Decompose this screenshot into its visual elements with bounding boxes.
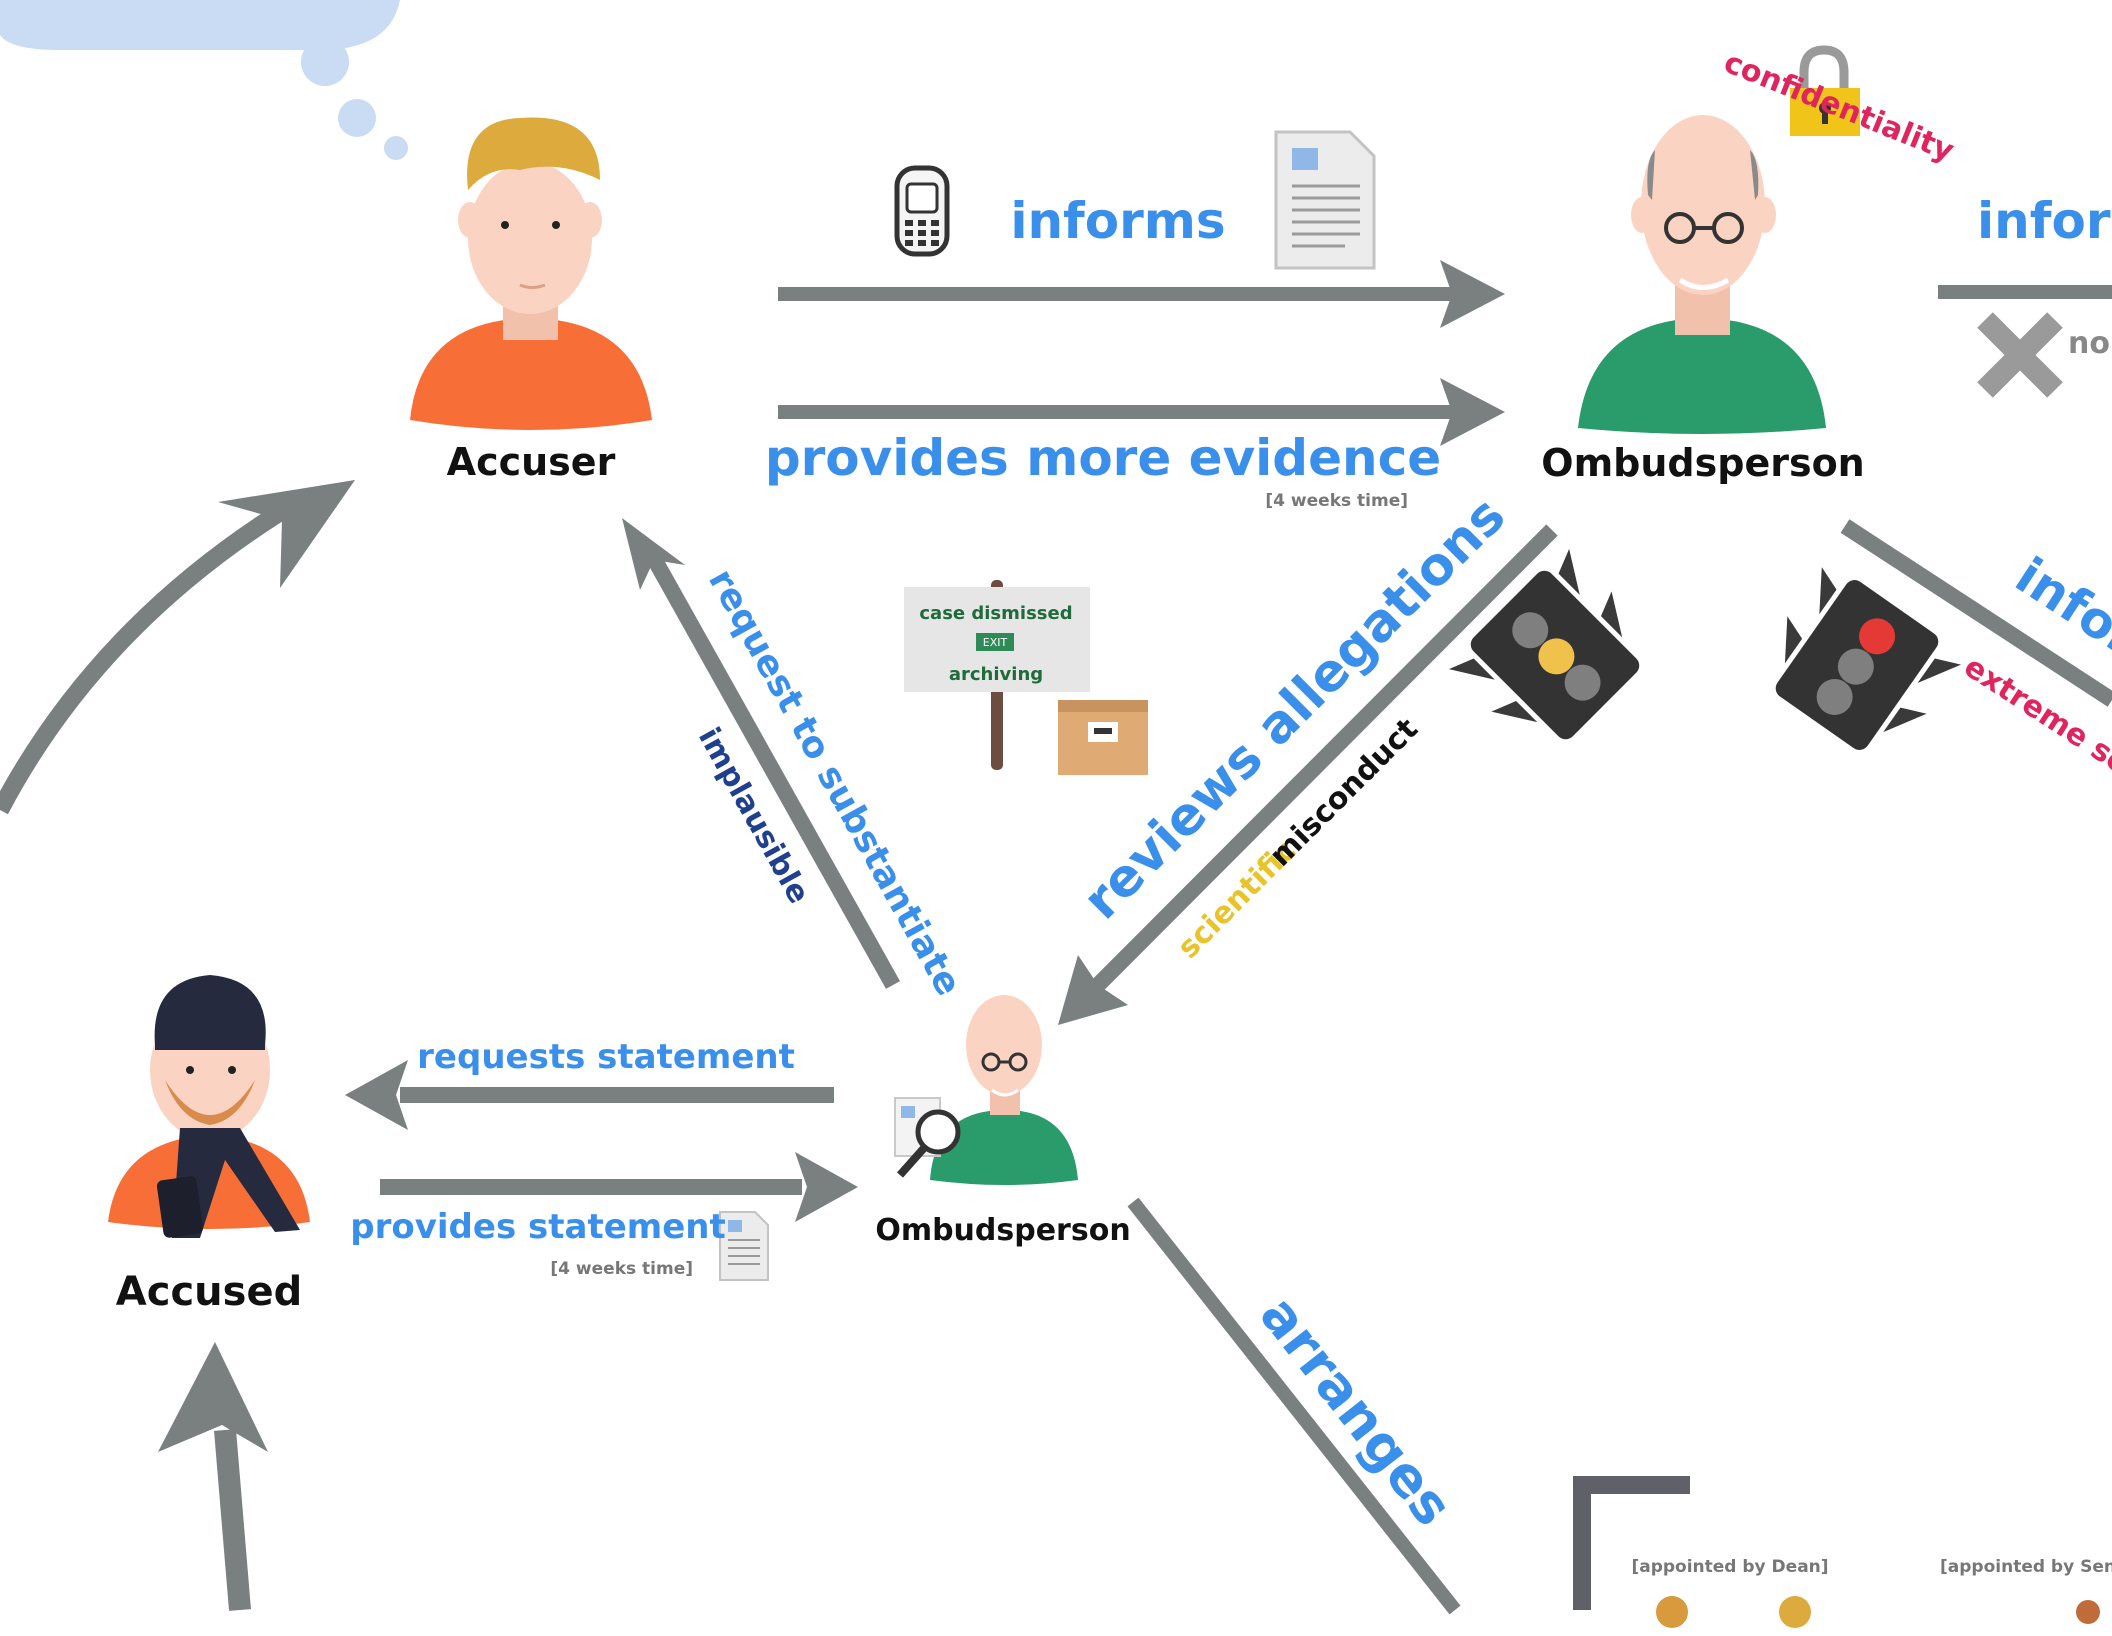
traffic-light-yellow-icon <box>1448 548 1640 740</box>
sign-line2: archiving <box>949 664 1043 685</box>
arrow-curve-left <box>0 480 355 815</box>
ombudsperson-top-label: Ombudsperson <box>1541 441 1864 485</box>
ombudsperson-top-avatar <box>1578 115 1826 434</box>
label-requests-statement: requests statement <box>417 1037 795 1077</box>
lock-icon <box>1790 45 1860 136</box>
arrow-request-to-substantiate <box>622 518 900 989</box>
document-icon <box>1274 130 1376 270</box>
label-extreme-sci: extreme sci <box>1958 649 2112 786</box>
label-appointed-by-senate: [appointed by Senate <box>1940 1557 2112 1577</box>
accused-avatar <box>108 975 310 1238</box>
committee-bracket <box>1573 1476 2100 1628</box>
time-note-top: [4 weeks time] <box>1265 491 1408 511</box>
arrow-reviews-allegations <box>1058 524 1558 1025</box>
magnifier-icon <box>894 1097 961 1178</box>
arrow-provides-more-evidence <box>778 378 1505 446</box>
label-provides-statement: provides statement <box>350 1207 725 1247</box>
accuser-avatar <box>410 117 652 430</box>
label-arranges: arranges <box>1248 1284 1465 1537</box>
archive-box-icon <box>1058 700 1148 775</box>
arrow-arranges <box>1127 1197 1461 1615</box>
label-informs-right: infor <box>1977 192 2111 250</box>
accuser-label: Accuser <box>447 440 616 484</box>
accused-label: Accused <box>116 1269 302 1315</box>
document-small-icon <box>719 1211 769 1281</box>
sign-line1: case dismissed <box>919 603 1072 624</box>
arrow-requests-statement <box>345 1060 834 1130</box>
arrow-up-bottom <box>158 1342 268 1611</box>
thought-cloud <box>0 0 408 160</box>
label-non-partial: nor <box>2068 326 2112 361</box>
label-provides-more-evidence: provides more evidence <box>765 429 1441 487</box>
arrow-informs <box>778 260 1505 328</box>
phone-icon <box>894 165 950 257</box>
traffic-light-red-icon <box>1775 567 1962 750</box>
case-dismissed-sign: case dismissed EXIT archiving <box>904 580 1090 770</box>
label-informs: informs <box>1010 192 1225 250</box>
arrow-provides-statement <box>380 1152 858 1222</box>
x-mark-icon <box>1977 312 2063 398</box>
ombudsperson-center-label: Ombudsperson <box>875 1213 1130 1248</box>
sign-exit: EXIT <box>983 636 1008 649</box>
ombudsperson-center-avatar <box>930 995 1078 1185</box>
time-note-bottom: [4 weeks time] <box>550 1259 693 1279</box>
label-appointed-by-dean: [appointed by Dean] <box>1631 1557 1828 1577</box>
arrow-informs-lower-right <box>1840 519 2112 707</box>
